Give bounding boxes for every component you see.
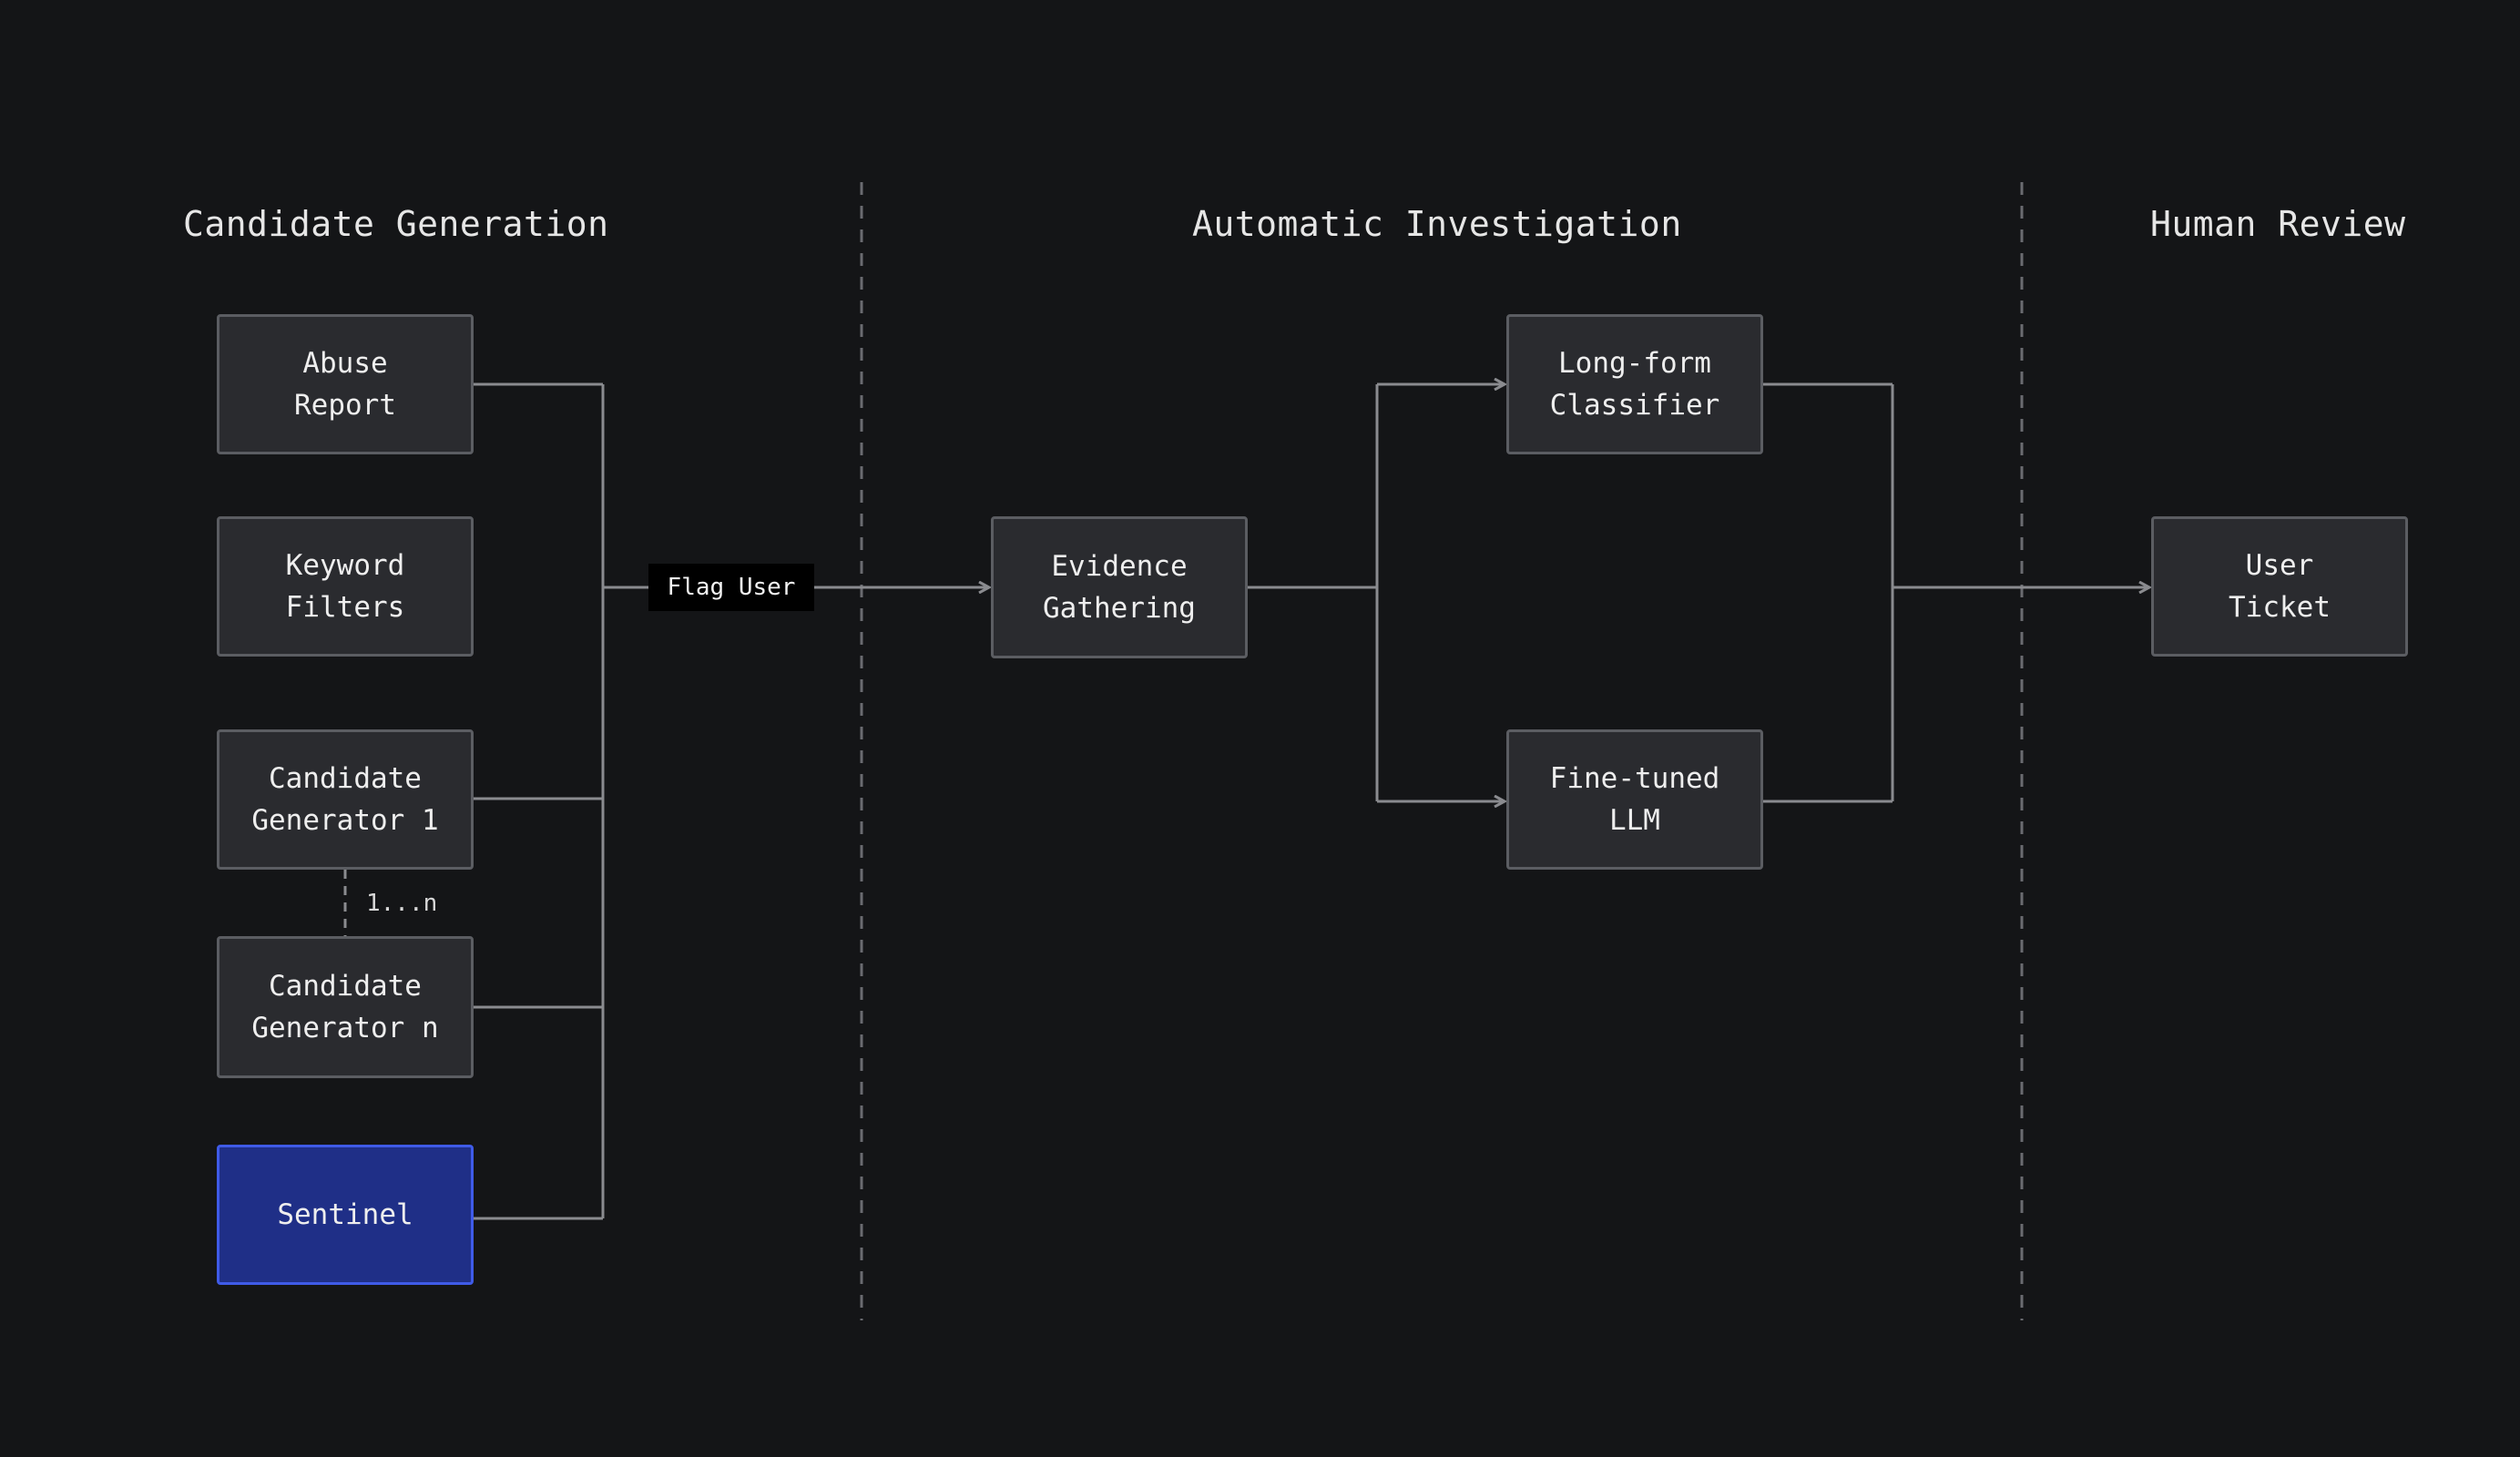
node-keyword-filters: Keyword Filters bbox=[217, 516, 474, 657]
node-candidate-generator-1-label: Candidate Generator 1 bbox=[251, 762, 439, 837]
node-evidence-gathering: Evidence Gathering bbox=[991, 516, 1248, 658]
node-sentinel: Sentinel bbox=[217, 1145, 474, 1285]
section-title-automatic-investigation: Automatic Investigation bbox=[1192, 204, 1682, 244]
node-fine-tuned-llm-label: Fine-tuned LLM bbox=[1549, 762, 1720, 837]
node-sentinel-label: Sentinel bbox=[277, 1198, 413, 1231]
node-long-form-classifier-label: Long-form Classifier bbox=[1549, 347, 1720, 422]
node-candidate-generator-n-label: Candidate Generator n bbox=[251, 970, 439, 1044]
node-keyword-filters-label: Keyword Filters bbox=[285, 549, 405, 624]
node-candidate-generator-1: Candidate Generator 1 bbox=[217, 729, 474, 870]
section-title-candidate-generation: Candidate Generation bbox=[183, 204, 609, 244]
flag-user-label: Flag User bbox=[648, 564, 814, 611]
node-candidate-generator-n: Candidate Generator n bbox=[217, 936, 474, 1078]
node-user-ticket: User Ticket bbox=[2151, 516, 2408, 657]
node-evidence-gathering-label: Evidence Gathering bbox=[1043, 550, 1196, 625]
section-title-human-review: Human Review bbox=[2150, 204, 2406, 244]
node-user-ticket-label: User Ticket bbox=[2229, 549, 2331, 624]
generator-range-label: 1...n bbox=[366, 890, 438, 917]
node-abuse-report: Abuse Report bbox=[217, 314, 474, 454]
node-fine-tuned-llm: Fine-tuned LLM bbox=[1506, 729, 1763, 870]
node-long-form-classifier: Long-form Classifier bbox=[1506, 314, 1763, 454]
node-abuse-report-label: Abuse Report bbox=[294, 347, 396, 422]
